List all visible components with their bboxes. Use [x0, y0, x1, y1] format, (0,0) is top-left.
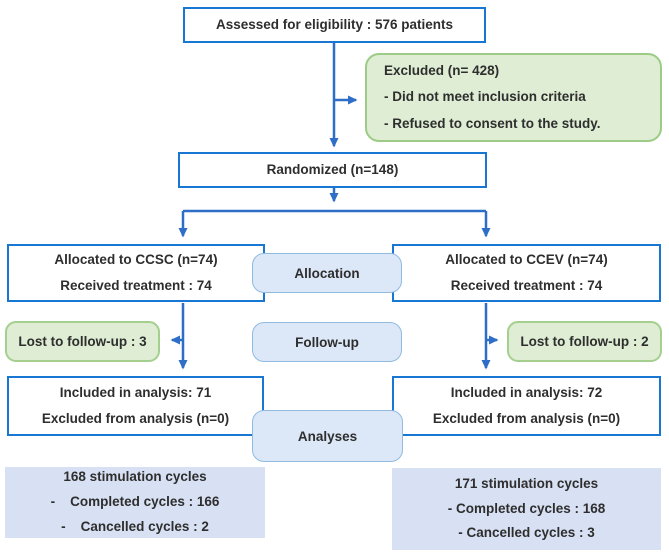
right-analysis-box: Included in analysis: 72 Excluded from a…	[392, 376, 661, 436]
left-analysis-line2: Excluded from analysis (n=0)	[41, 411, 230, 426]
right-lost-followup-box: Lost to follow-up : 2	[507, 321, 662, 362]
left-allocation-box: Allocated to CCSC (n=74) Received treatm…	[7, 244, 265, 302]
right-lost-text: Lost to follow-up : 2	[520, 334, 649, 349]
excluded-item: - Did not meet inclusion criteria	[384, 89, 586, 105]
left-lost-text: Lost to follow-up : 3	[18, 334, 147, 349]
left-cycles-item: - Cancelled cycles : 2	[61, 518, 209, 534]
left-allocated-line1: Allocated to CCSC (n=74)	[54, 252, 218, 268]
assessed-box: Assessed for eligibility : 576 patients	[183, 7, 486, 43]
analyses-stage-label: Analyses	[297, 428, 358, 444]
followup-stage-label: Follow-up	[295, 334, 359, 350]
left-cycles-box: 168 stimulation cycles - Completed cycle…	[5, 467, 265, 538]
excluded-title: Excluded (n= 428)	[384, 63, 500, 79]
randomized-text: Randomized (n=148)	[266, 162, 399, 178]
right-allocated-line2: Received treatment : 74	[450, 278, 603, 293]
excluded-item: - Refused to consent to the study.	[384, 115, 601, 131]
assessed-text: Assessed for eligibility : 576 patients	[215, 17, 454, 33]
excluded-box: Excluded (n= 428) - Did not meet inclusi…	[365, 53, 662, 142]
right-analysis-line1: Included in analysis: 72	[450, 385, 603, 401]
allocation-stage-label: Allocation	[294, 265, 360, 281]
right-allocated-line1: Allocated to CCEV (n=74)	[445, 252, 608, 268]
right-cycles-item: - Cancelled cycles : 3	[458, 525, 595, 541]
allocation-stage-pill: Allocation	[252, 253, 402, 293]
analyses-stage-pill: Analyses	[252, 410, 403, 462]
randomized-box: Randomized (n=148)	[178, 152, 487, 188]
left-analysis-line1: Included in analysis: 71	[59, 385, 212, 401]
left-analysis-box: Included in analysis: 71 Excluded from a…	[7, 376, 264, 436]
right-cycles-box: 171 stimulation cycles - Completed cycle…	[392, 468, 661, 550]
right-cycles-title: 171 stimulation cycles	[454, 475, 599, 491]
right-allocation-box: Allocated to CCEV (n=74) Received treatm…	[392, 244, 661, 302]
right-cycles-item: - Completed cycles : 168	[447, 500, 606, 516]
right-analysis-line2: Excluded from analysis (n=0)	[432, 411, 621, 426]
left-allocated-line2: Received treatment : 74	[60, 278, 212, 293]
left-cycles-item: - Completed cycles : 166	[50, 494, 220, 510]
left-cycles-title: 168 stimulation cycles	[63, 469, 207, 485]
followup-stage-pill: Follow-up	[252, 322, 402, 362]
left-lost-followup-box: Lost to follow-up : 3	[5, 321, 160, 362]
